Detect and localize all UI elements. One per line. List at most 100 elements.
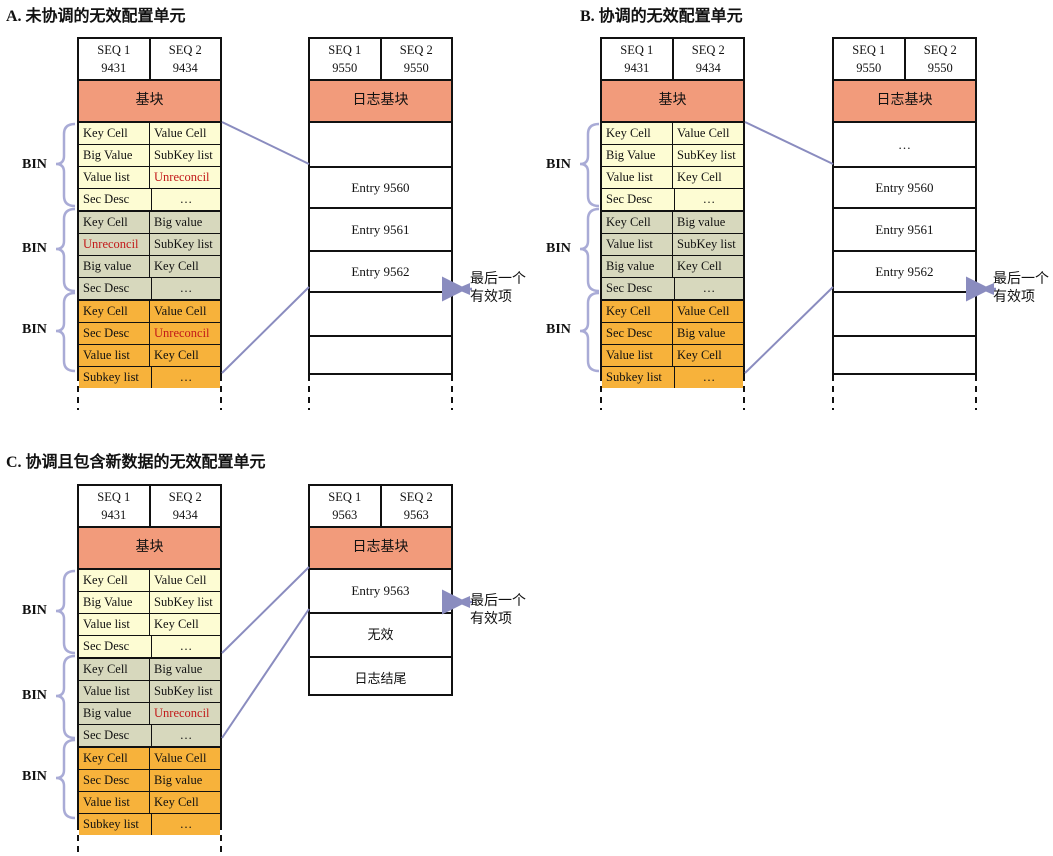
connector-lines <box>221 121 834 739</box>
title-b: B. 协调的无效配置单元 <box>580 8 743 25</box>
hive-row: Subkey list… <box>602 367 743 388</box>
log-entry: … <box>834 123 975 168</box>
hive-row: Sec Desc… <box>602 189 743 212</box>
brace-icon <box>55 291 76 373</box>
hive-row: Subkey list… <box>79 367 220 388</box>
log-entry <box>310 293 451 337</box>
connector-line <box>221 566 310 654</box>
brace-icon <box>55 122 76 208</box>
hive-row: Sec Desc… <box>79 636 220 659</box>
log-entry: Entry 9561 <box>310 209 451 252</box>
log-entry: Entry 9562 <box>310 252 451 293</box>
log-entry: Entry 9560 <box>834 168 975 209</box>
log-entry: Entry 9561 <box>834 209 975 252</box>
bin-label: BIN <box>22 603 47 618</box>
bin-label: BIN <box>22 157 47 172</box>
log-entry: 无效 <box>310 614 451 658</box>
connector-line <box>744 286 834 374</box>
log-entry: Entry 9563 <box>310 570 451 614</box>
log-b-base-block: 日志基块 <box>834 81 975 123</box>
log-entry <box>310 123 451 168</box>
connector-line <box>221 286 310 374</box>
bin-label: BIN <box>22 241 47 256</box>
hive-c-base-block: 基块 <box>79 528 220 570</box>
continuation-dashes <box>77 375 977 856</box>
connector-line <box>744 121 834 165</box>
bin-label: BIN <box>22 688 47 703</box>
hive-a-base-block: 基块 <box>79 81 220 123</box>
log-c-base-block: 日志基块 <box>310 528 451 570</box>
bin-braces <box>55 122 600 820</box>
connector-line <box>221 608 310 739</box>
brace-icon <box>55 654 76 740</box>
last-valid-label-c: 最后一个有效项 <box>470 594 526 627</box>
bin-label: BIN <box>22 322 47 337</box>
log-entry: 日志结尾 <box>354 671 407 686</box>
brace-icon <box>579 122 600 208</box>
last-valid-label-a: 最后一个有效项 <box>470 272 526 305</box>
hive-row: Sec Desc… <box>79 189 220 212</box>
connector-line <box>221 121 310 165</box>
brace-icon <box>55 569 76 655</box>
bin-label: BIN <box>546 322 571 337</box>
hive-row: Sec Desc… <box>602 278 743 301</box>
bin-label: BIN <box>546 241 571 256</box>
title-a: A. 未协调的无效配置单元 <box>6 8 186 25</box>
brace-icon <box>55 738 76 820</box>
brace-icon <box>55 207 76 293</box>
hive-row: Sec Desc… <box>79 278 220 301</box>
brace-icon <box>579 207 600 293</box>
last-valid-label-b: 最后一个有效项 <box>993 272 1049 305</box>
bin-label: BIN <box>22 769 47 784</box>
